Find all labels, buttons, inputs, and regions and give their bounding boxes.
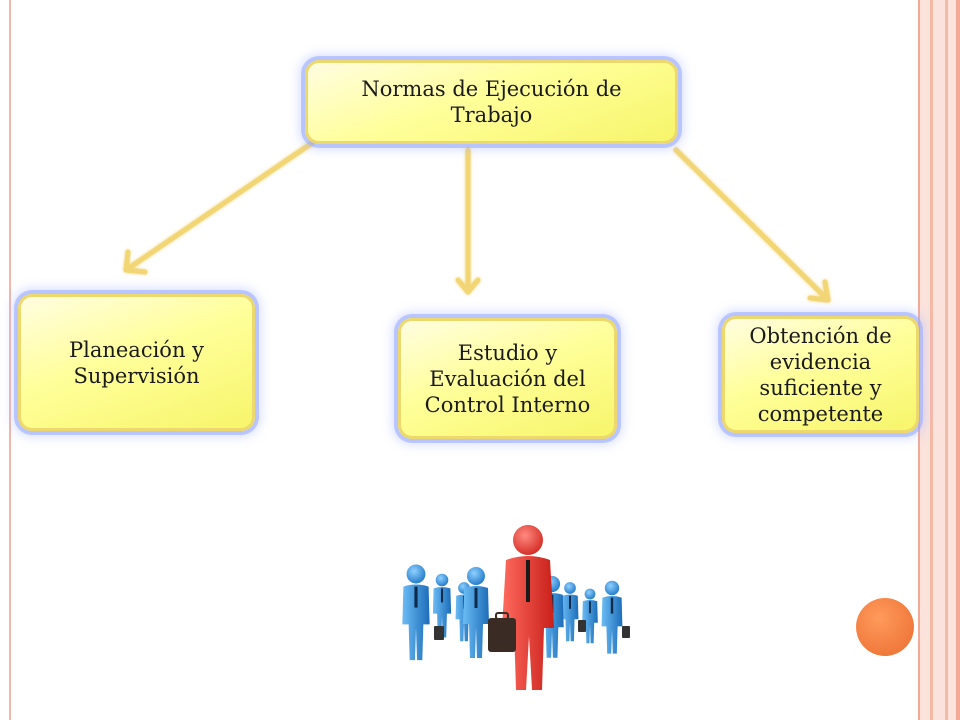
business-team-icon — [382, 518, 640, 710]
left-border-line — [9, 0, 11, 720]
arrow-root-to-planeacion — [123, 140, 315, 275]
team-member — [601, 580, 623, 654]
team-member — [463, 567, 489, 658]
accent-circle-decoration — [856, 598, 914, 656]
node-obtencion-evidencia-label: Obtención de evidencia suficiente y comp… — [749, 323, 892, 426]
right-decorative-band — [918, 0, 960, 720]
node-normas-ejecucion-label: Normas de Ejecución de Trabajo — [361, 77, 622, 127]
node-planeacion-supervision: Planeación y Supervisión — [18, 294, 255, 431]
node-normas-ejecucion: Normas de Ejecución de Trabajo — [305, 60, 678, 144]
team-member — [561, 582, 579, 642]
team-leader — [488, 525, 554, 690]
node-obtencion-evidencia: Obtención de evidencia suficiente y comp… — [722, 316, 919, 433]
arrow-root-to-obtencion — [673, 147, 831, 303]
team-member — [402, 564, 430, 661]
node-estudio-control-interno-label: Estudio y Evaluación del Control Interno — [424, 340, 591, 417]
node-planeacion-supervision-label: Planeación y Supervisión — [68, 337, 205, 388]
arrow-root-to-estudio — [455, 147, 481, 295]
node-estudio-control-interno: Estudio y Evaluación del Control Interno — [398, 318, 617, 439]
team-member — [582, 588, 598, 644]
